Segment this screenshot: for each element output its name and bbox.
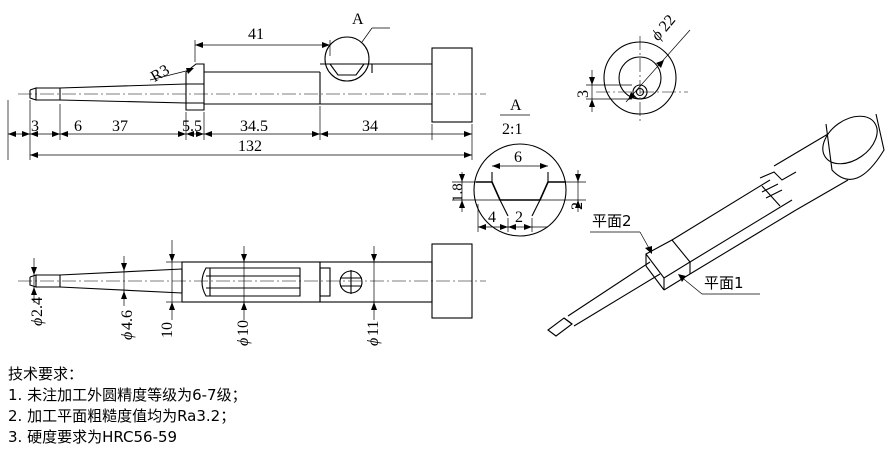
label-flat2: 平面2 [592, 212, 632, 230]
dim-r3: R3 [148, 62, 173, 86]
end-view: ϕ 22 3 [575, 12, 691, 122]
note-item-2: 2. 加工平面粗糙度值均为Ra3.2； [8, 407, 236, 425]
bottom-dim-10a: 10 [159, 322, 176, 338]
dim-6: 6 [74, 118, 82, 135]
detail-dim-6: 6 [514, 149, 522, 166]
bottom-phi-10: ϕ [235, 338, 252, 346]
dim-37: 37 [112, 118, 128, 135]
bottom-dim-11: 11 [365, 321, 382, 336]
dim-41: 41 [248, 26, 264, 43]
end-dim-22: 22 [656, 12, 679, 35]
bottom-phi-11: ϕ [365, 338, 382, 346]
bottom-dim-2-4: 2.4 [29, 297, 46, 317]
top-a-label: A [352, 11, 364, 28]
end-dim-3: 3 [575, 90, 592, 98]
detail-a: A 2:1 6 1.8 4 2 [450, 97, 586, 237]
dim-5-5: 5.5 [182, 118, 202, 135]
bottom-view: ϕ 2.4 ϕ 4.6 10 ϕ 10 ϕ 11 [18, 240, 486, 346]
note-item-3: 3. 硬度要求为HRC56-59 [8, 428, 178, 446]
detail-a-scale: 2:1 [502, 121, 522, 138]
bottom-phi-2-4: ϕ [29, 318, 46, 326]
iso-view: 平面2 平面1 [547, 113, 885, 337]
dim-34: 34 [362, 118, 378, 135]
label-flat1: 平面1 [704, 274, 744, 292]
technical-requirements: 技术要求： 1. 未注加工外圆精度等级为6-7级； 2. 加工平面粗糙度值均为R… [8, 364, 508, 448]
dim-34-5: 34.5 [240, 118, 268, 135]
detail-dim-2b: 2 [569, 202, 586, 210]
notes-heading: 技术要求： [8, 365, 84, 383]
dim-3: 3 [31, 118, 39, 135]
bottom-dim-4-6: 4.6 [119, 310, 136, 330]
note-item-1: 1. 未注加工外圆精度等级为6-7级； [8, 386, 247, 404]
top-view: A 41 R3 3 6 37 [7, 11, 486, 160]
detail-a-title: A [510, 97, 522, 114]
dim-132: 132 [238, 138, 262, 155]
detail-dim-1-8: 1.8 [450, 183, 466, 202]
bottom-dim-10b: 10 [235, 320, 252, 336]
detail-dim-2a: 2 [515, 209, 523, 226]
bottom-phi-4-6: ϕ [119, 332, 136, 340]
detail-dim-4: 4 [488, 209, 496, 226]
